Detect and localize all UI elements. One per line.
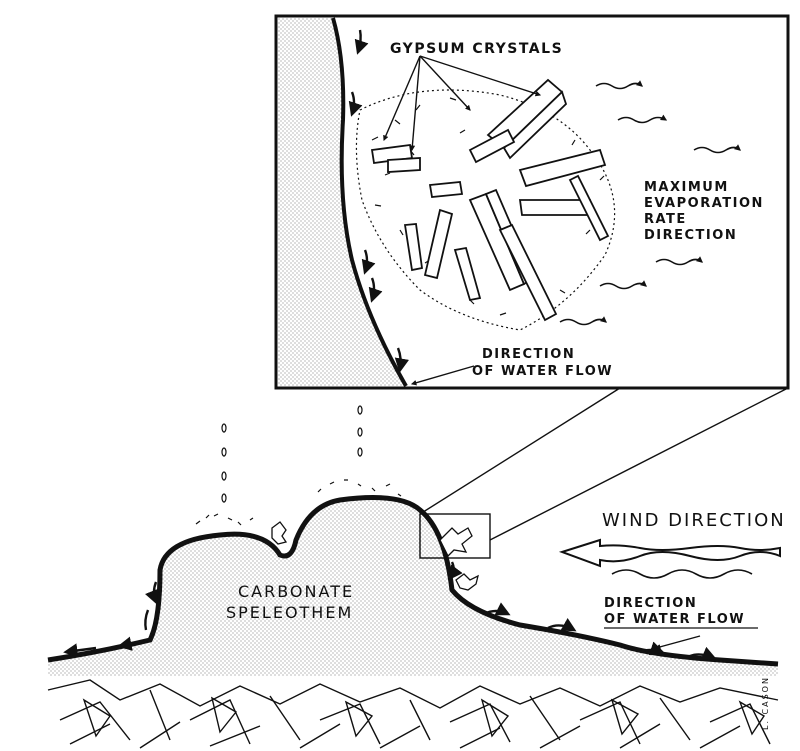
gypsum-crystals-label: GYPSUM CRYSTALS (390, 41, 563, 57)
main-flow-label-line1: DIRECTION (604, 596, 697, 611)
evaporation-label-line1: MAXIMUM (644, 180, 729, 195)
inset-flow-label-line2: OF WATER FLOW (472, 364, 613, 379)
wind-arrow (558, 538, 781, 568)
wind-wave-lines (611, 569, 753, 579)
inset-flow-arrows (348, 29, 409, 373)
crystal-leader-lines (383, 55, 542, 152)
speleothem-flow-arrows (63, 561, 717, 661)
gypsum-crystals (370, 78, 610, 322)
zoom-connector-lines (419, 387, 789, 541)
bedrock (47, 676, 779, 749)
zoom-area-box (419, 513, 491, 559)
inset-panel: GYPSUM CRYSTALS MAXIMUM EVAPORATION RATE… (274, 14, 790, 390)
main-flow-leader (654, 635, 701, 650)
wind-direction-label: WIND DIRECTION (602, 510, 786, 531)
speleothem-body (47, 495, 779, 676)
surface-crystals (271, 521, 479, 591)
evaporation-arrows (559, 80, 741, 326)
evaporation-label-line3: RATE (644, 212, 687, 227)
inset-flow-label-line1: DIRECTION (482, 347, 575, 362)
main-flow-label-line2: OF WATER FLOW (604, 612, 745, 627)
artist-signature: L. CASON (761, 676, 770, 730)
speleothem-label-line2: SPELEOTHEM (226, 603, 353, 622)
splash-marks (195, 479, 402, 526)
evaporation-label-line2: EVAPORATION (644, 196, 764, 211)
evaporation-label-line4: DIRECTION (644, 228, 737, 243)
water-droplets (221, 405, 363, 503)
inset-flow-leader (410, 365, 475, 386)
speleothem-label-line1: CARBONATE (238, 582, 354, 601)
